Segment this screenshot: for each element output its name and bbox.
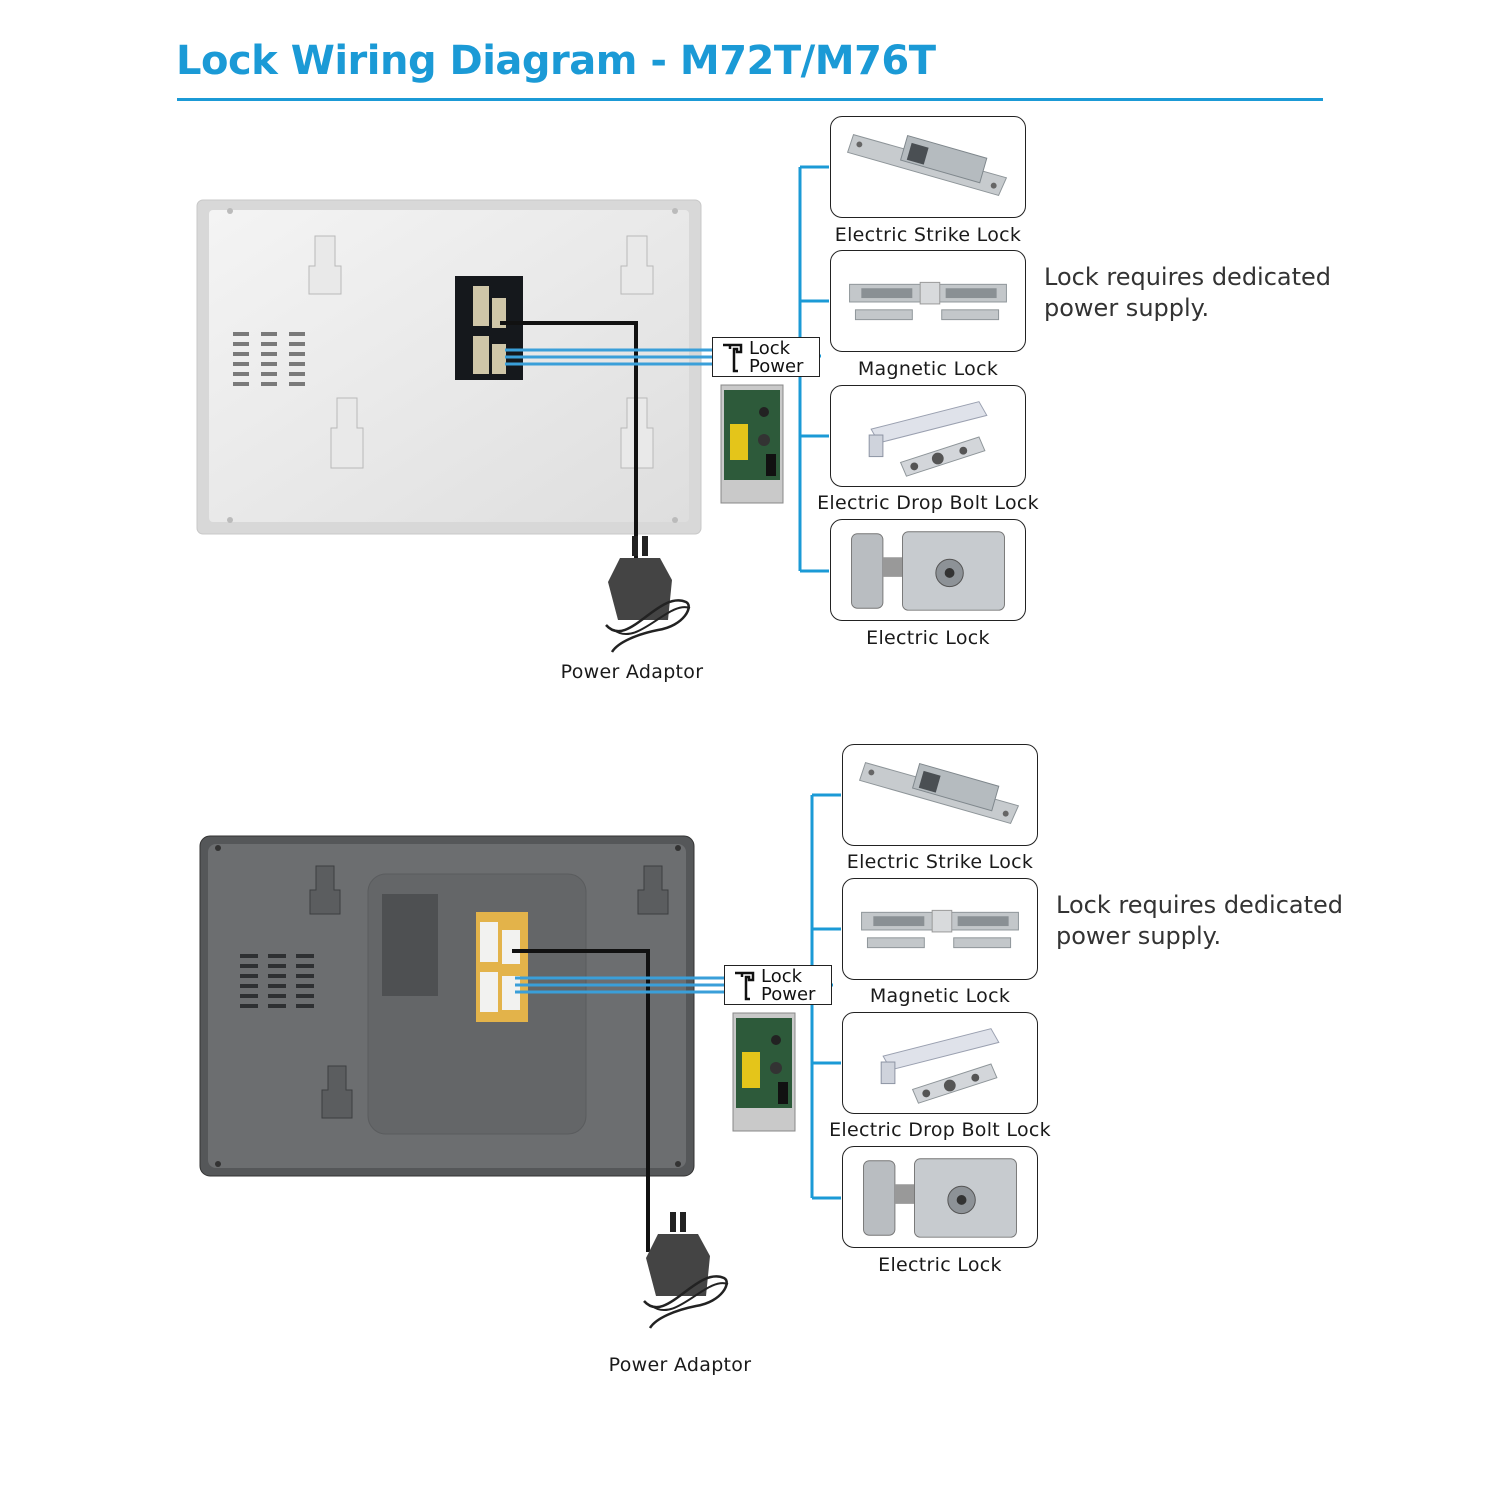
- magnetic-lock-icon: [861, 909, 1019, 949]
- lock-label-magnetic: Magnetic Lock: [857, 358, 999, 380]
- lock-card-electric: [842, 1146, 1038, 1248]
- lock-label-drop-bolt: Electric Drop Bolt Lock: [817, 492, 1039, 514]
- lock-symbol-icon: [735, 971, 755, 1001]
- lock-card-electric-strike: [830, 116, 1026, 218]
- lock-power-label-lock: Lock: [761, 966, 803, 987]
- electric-strike-lock-icon: [858, 762, 1020, 825]
- power-adaptor-icon: [605, 536, 691, 653]
- drop-bolt-lock-icon: [868, 401, 988, 477]
- dedicated-power-note: Lock requires dedicated power supply.: [1056, 891, 1344, 950]
- monitor-dark-back-panel: [199, 835, 695, 1177]
- magnetic-lock-icon: [849, 281, 1007, 321]
- lock-card-electric: [830, 519, 1026, 621]
- dedicated-power-note: Lock requires dedicated power supply.: [1044, 263, 1332, 322]
- lock-label-electric: Electric Lock: [878, 1254, 1002, 1276]
- electric-lock-icon: [851, 531, 1005, 611]
- page-title: Lock Wiring Diagram - M72T/M76T: [176, 38, 936, 84]
- lock-power-box: Lock Power: [712, 337, 820, 377]
- wiring-lines: [512, 793, 841, 1252]
- lock-label-electric-strike: Electric Strike Lock: [846, 851, 1034, 873]
- power-supply-unit-icon: [732, 1012, 796, 1132]
- lock-label-electric-strike: Electric Strike Lock: [834, 224, 1022, 246]
- lock-symbol-icon: [723, 343, 743, 373]
- electric-strike-lock-icon: [846, 134, 1008, 197]
- power-adaptor-icon: [643, 1212, 729, 1329]
- wiring-section-dark: Lock Power Power Adaptor Electric Strike…: [0, 628, 1500, 1376]
- lock-card-drop-bolt: [842, 1012, 1038, 1114]
- lock-card-magnetic: [842, 878, 1038, 980]
- lock-card-magnetic: [830, 250, 1026, 352]
- power-adaptor-label: Power Adaptor: [608, 1354, 752, 1376]
- lock-card-electric-strike: [842, 744, 1038, 846]
- power-supply-unit-icon: [720, 384, 784, 504]
- lock-card-drop-bolt: [830, 385, 1026, 487]
- lock-label-drop-bolt: Electric Drop Bolt Lock: [829, 1119, 1051, 1141]
- lock-label-electric: Electric Lock: [866, 627, 990, 649]
- lock-power-label-power: Power: [761, 984, 816, 1005]
- electric-lock-icon: [863, 1158, 1017, 1238]
- lock-label-magnetic: Magnetic Lock: [869, 985, 1011, 1007]
- lock-power-label-lock: Lock: [749, 338, 791, 359]
- title-underline: [177, 98, 1323, 101]
- power-adaptor-label: Power Adaptor: [560, 661, 704, 683]
- lock-power-box: Lock Power: [724, 965, 832, 1005]
- lock-power-label-power: Power: [749, 356, 804, 377]
- drop-bolt-lock-icon: [880, 1028, 1000, 1104]
- wiring-section-white: Lock Power Power Adaptor Electric Strike…: [0, 0, 1500, 683]
